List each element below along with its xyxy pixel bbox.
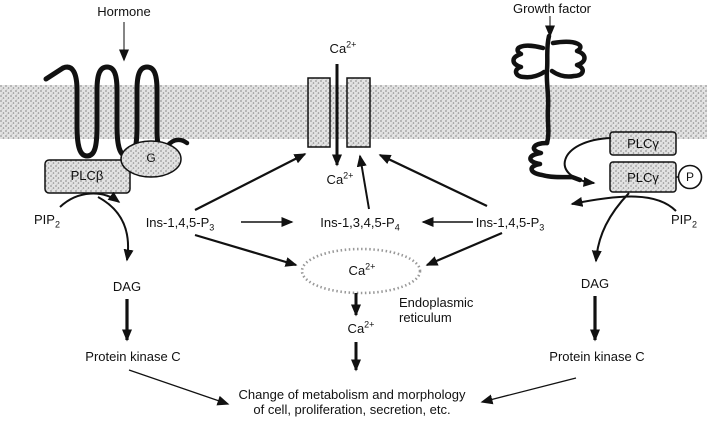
dag-left-label: DAG: [112, 279, 142, 294]
arrow-plc-gamma-activation: [563, 137, 612, 187]
ins145p3-left-label: Ins-1,4,5-P3: [145, 215, 215, 233]
plc-gamma-lower-label: PLCγ: [627, 170, 659, 185]
growth-factor-label: Growth factor: [512, 1, 592, 16]
ca-released-label: Ca2+: [347, 319, 375, 336]
arrow-pip2-left-to-dag: [97, 196, 134, 262]
rtk-kinase-domain: [528, 140, 583, 183]
pkc-right-label: Protein kinase C: [549, 349, 645, 364]
arrow-ins1345p4-to-channel: [356, 154, 370, 210]
arrow-ins145p3-left-to-er: [194, 233, 298, 267]
ins1345p4-label: Ins-1,3,4,5-P4: [320, 215, 400, 233]
rtk-extracellular-coil-right: [549, 39, 587, 79]
g-protein-label: G: [146, 151, 156, 165]
ca-intracellular-label: Ca2+: [326, 170, 354, 187]
arrow-ins145p3-right-to-channel: [378, 154, 488, 207]
outcome-label: Change of metabolism and morphology of c…: [238, 387, 466, 417]
arrow-pkc-right-to-outcome: [480, 377, 577, 405]
arrow-pkc-left-to-outcome: [128, 369, 230, 406]
pkc-left-label: Protein kinase C: [85, 349, 181, 364]
rtk-extracellular-coil-left: [511, 43, 547, 80]
calcium-channel-left-subunit: [307, 77, 331, 148]
ins145p3-right-label: Ins-1,4,5-P3: [475, 215, 545, 233]
gpcr-receptor: [43, 64, 167, 159]
er-label: Endoplasmic reticulum: [399, 295, 474, 325]
arrow-pip2-right-to-ins145p3: [570, 195, 677, 212]
plc-gamma-upper-label: PLCγ: [627, 136, 659, 151]
calcium-channel-right-subunit: [346, 77, 371, 148]
dag-right-label: DAG: [580, 276, 610, 291]
plc-gamma-upper-box: [609, 131, 677, 156]
plc-beta-label: PLCβ: [70, 168, 104, 183]
arrow-pip2-right-to-dag: [591, 192, 630, 263]
pip2-left-label: PIP2: [34, 212, 60, 230]
g-protein-oval: [120, 140, 182, 178]
hormone-label: Hormone: [97, 4, 151, 19]
arrow-pip2-left-to-ins145p3: [59, 191, 121, 208]
ca-extracellular-label: Ca2+: [329, 39, 357, 56]
phosphate-label: P: [685, 170, 695, 184]
rtk-receptor-stalk: [544, 33, 552, 146]
pip2-right-label: PIP2: [671, 212, 697, 230]
ca-er-label: Ca2+: [348, 261, 376, 278]
endoplasmic-reticulum: [300, 247, 422, 295]
phosphate-circle: [677, 164, 703, 190]
arrow-ins145p3-right-to-er: [425, 231, 503, 267]
arrow-ins145p3-left-to-channel: [194, 153, 307, 211]
